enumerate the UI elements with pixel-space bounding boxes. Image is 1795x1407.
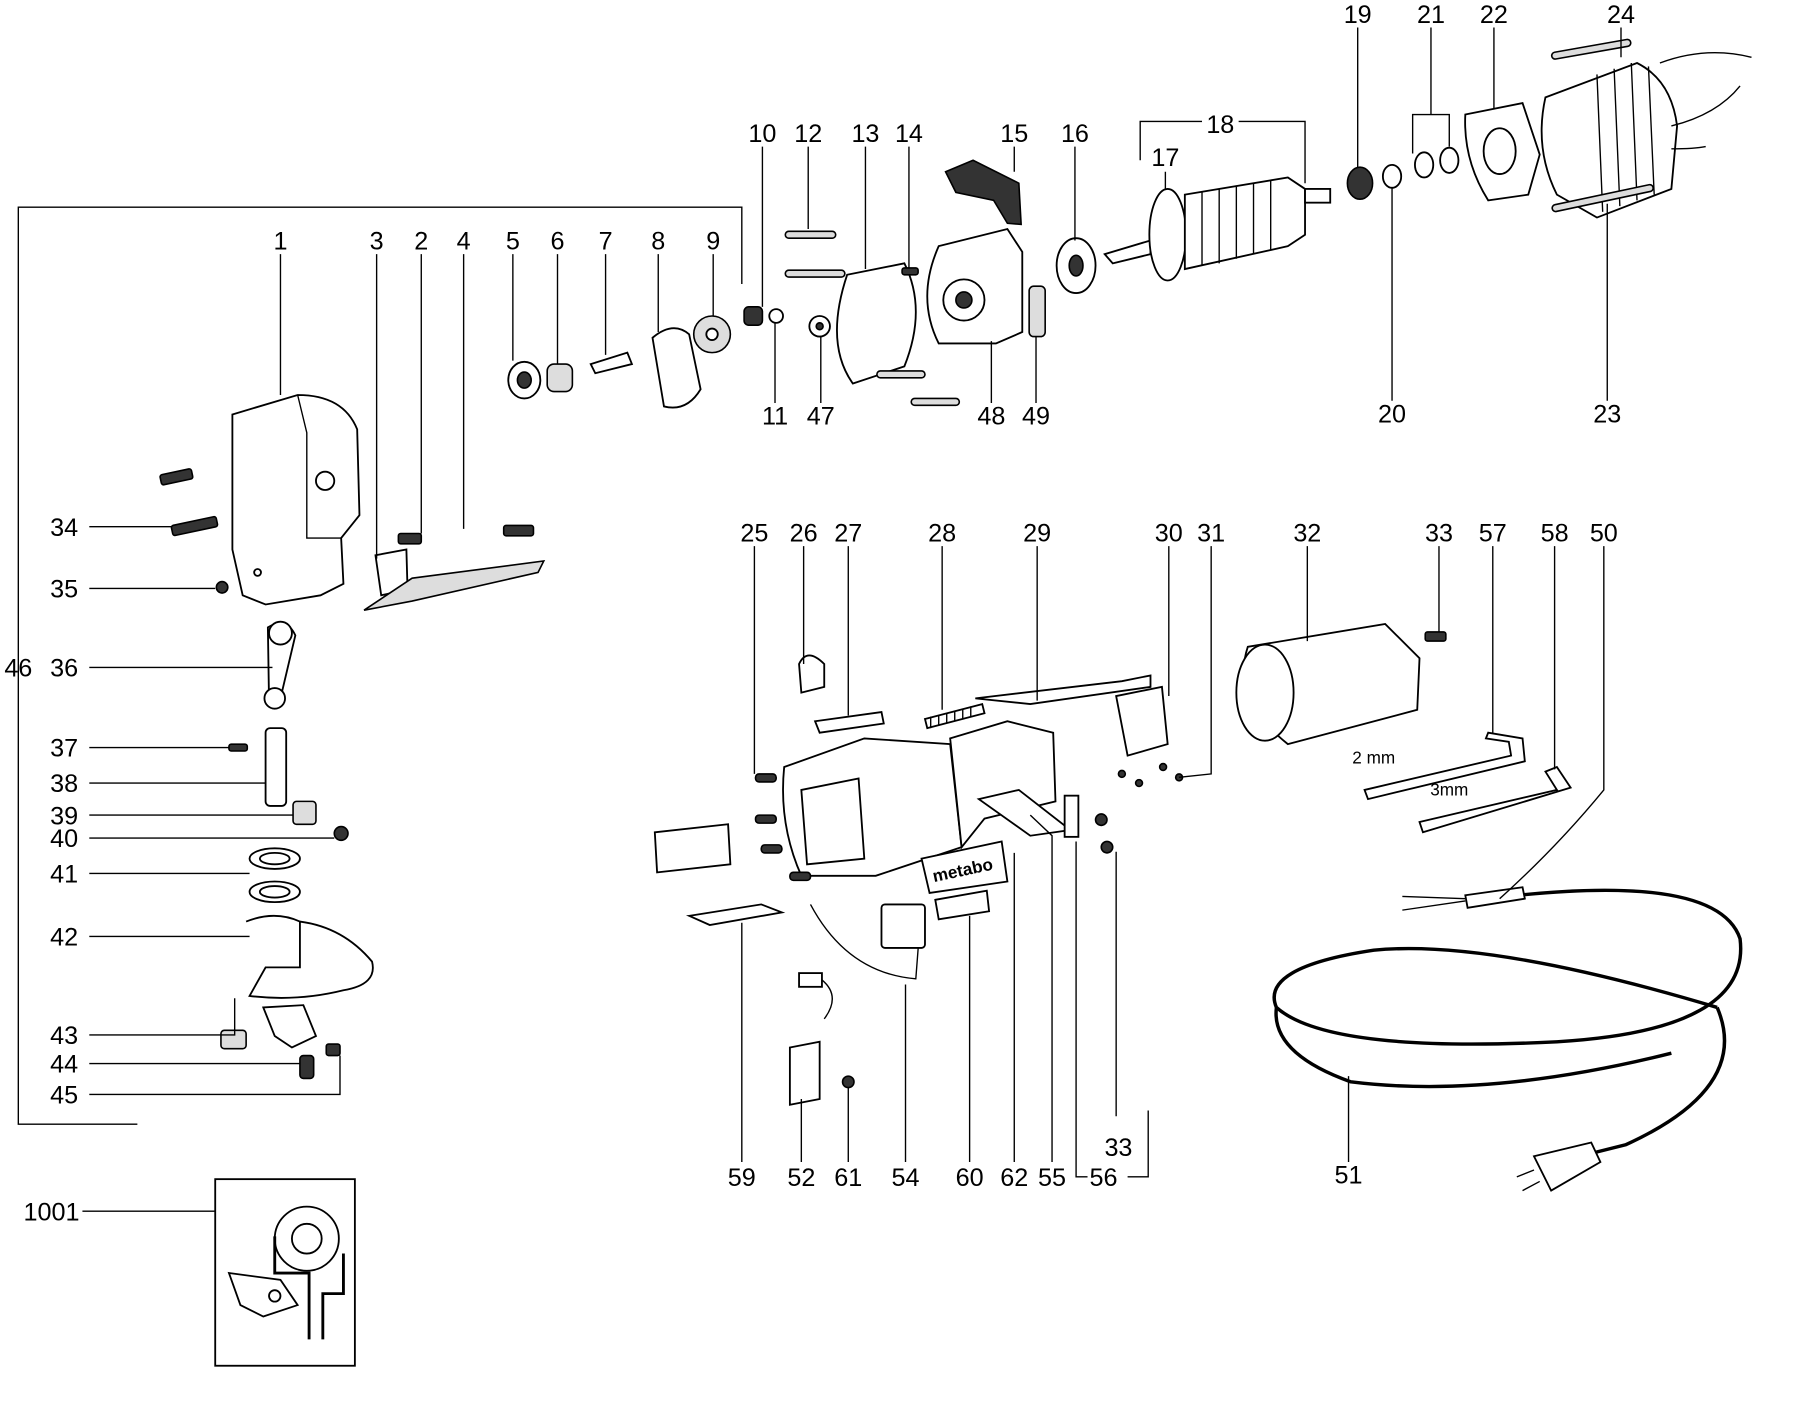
power-cord bbox=[1272, 886, 1743, 1192]
callout: 57 bbox=[1479, 520, 1507, 548]
callout: 47 bbox=[807, 403, 835, 431]
callout: 17 bbox=[1151, 144, 1179, 172]
callout: 43 bbox=[50, 1022, 78, 1050]
callout: 26 bbox=[790, 520, 818, 548]
callout: 40 bbox=[50, 825, 78, 853]
callout: 25 bbox=[740, 520, 768, 548]
callout: 9 bbox=[706, 228, 720, 256]
callout: 1 bbox=[273, 228, 287, 256]
motor-housing bbox=[754, 654, 1184, 882]
callout: 11 bbox=[762, 403, 788, 431]
callout: 39 bbox=[50, 802, 78, 830]
callout: 28 bbox=[928, 520, 956, 548]
eccentric-linkage bbox=[159, 468, 374, 1080]
callout: 14 bbox=[895, 120, 923, 148]
callout: 33 bbox=[1104, 1134, 1132, 1162]
callout: 35 bbox=[50, 576, 78, 604]
callout: 3 bbox=[370, 228, 384, 256]
callout: 59 bbox=[728, 1164, 756, 1192]
callout: 2 bbox=[414, 228, 428, 256]
callout: 8 bbox=[651, 228, 665, 256]
hex-keys: 2 mm 3mm bbox=[1352, 731, 1573, 834]
inset-1001 bbox=[214, 1178, 356, 1367]
callout: 49 bbox=[1022, 403, 1050, 431]
callout: 46 bbox=[4, 655, 32, 683]
callout: 13 bbox=[851, 120, 879, 148]
callout: 58 bbox=[1541, 520, 1569, 548]
callout: 10 bbox=[748, 120, 776, 148]
callout: 24 bbox=[1607, 1, 1635, 29]
callout: 31 bbox=[1197, 520, 1225, 548]
callout: 45 bbox=[50, 1082, 78, 1110]
small-parts: metabo bbox=[653, 631, 1447, 1106]
bracket-46 bbox=[17, 206, 743, 1125]
leader-lines bbox=[82, 27, 1622, 1212]
bearing-gear-set bbox=[507, 306, 831, 409]
blade-parts bbox=[363, 524, 546, 611]
callout: 55 bbox=[1038, 1164, 1066, 1192]
callout: 33 bbox=[1425, 520, 1453, 548]
callout: 4 bbox=[457, 228, 471, 256]
callout: 22 bbox=[1480, 1, 1508, 29]
callout: 54 bbox=[892, 1164, 920, 1192]
motor-flange-parts bbox=[784, 159, 1097, 407]
callout-labels: 19 21 22 24 10 12 13 14 15 16 18 17 1 3 … bbox=[4, 1, 1635, 1226]
callout: 51 bbox=[1335, 1162, 1363, 1190]
callout: 30 bbox=[1155, 520, 1183, 548]
callout: 62 bbox=[1000, 1164, 1028, 1192]
callout: 5 bbox=[506, 228, 520, 256]
callout: 48 bbox=[977, 403, 1005, 431]
callout: 12 bbox=[794, 120, 822, 148]
callout: 50 bbox=[1590, 520, 1618, 548]
callout: 21 bbox=[1417, 1, 1445, 29]
callout: 6 bbox=[551, 228, 565, 256]
callout: 19 bbox=[1344, 1, 1372, 29]
field-coil bbox=[1464, 38, 1752, 219]
callout: 32 bbox=[1293, 520, 1321, 548]
callout: 38 bbox=[50, 770, 78, 798]
callout: 41 bbox=[50, 861, 78, 889]
callout: 44 bbox=[50, 1051, 78, 1079]
callout: 15 bbox=[1000, 120, 1028, 148]
armature bbox=[1103, 146, 1460, 282]
handle-shell bbox=[1235, 622, 1421, 746]
callout: 42 bbox=[50, 924, 78, 952]
callout: 7 bbox=[599, 228, 613, 256]
callout: 34 bbox=[50, 514, 78, 542]
callout: 61 bbox=[834, 1164, 862, 1192]
callout: 37 bbox=[50, 735, 78, 763]
hex-key-2mm-label: 2 mm bbox=[1352, 748, 1395, 768]
callout: 16 bbox=[1061, 120, 1089, 148]
hex-key-3mm-label: 3mm bbox=[1430, 780, 1468, 800]
callout: 60 bbox=[956, 1164, 984, 1192]
gear-housing-cover bbox=[231, 394, 361, 606]
callout: 18 bbox=[1206, 111, 1234, 139]
callout: 56 bbox=[1090, 1164, 1118, 1192]
callout: 36 bbox=[50, 655, 78, 683]
callout: 52 bbox=[787, 1164, 815, 1192]
callout: 20 bbox=[1378, 400, 1406, 428]
callout: 23 bbox=[1593, 400, 1621, 428]
callout: 27 bbox=[834, 520, 862, 548]
callout: 1001 bbox=[24, 1198, 80, 1226]
callout: 29 bbox=[1023, 520, 1051, 548]
